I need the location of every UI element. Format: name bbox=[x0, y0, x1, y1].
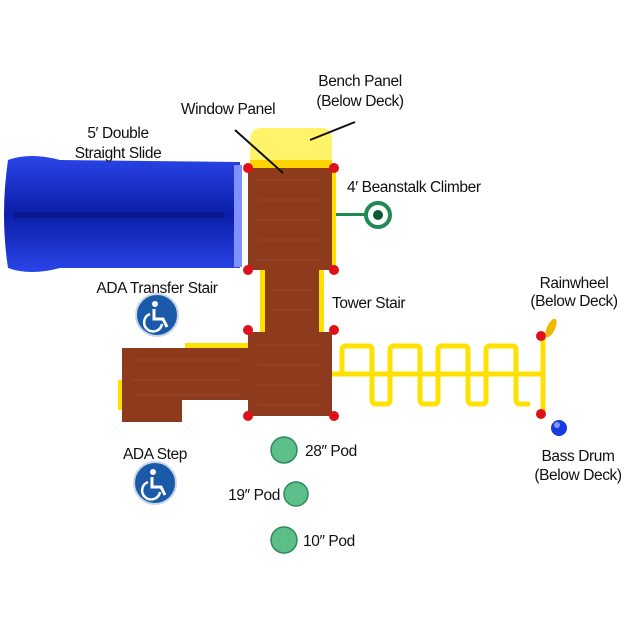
overhead-track bbox=[332, 336, 546, 414]
rainwheel-sublabel: (Below Deck) bbox=[530, 293, 618, 310]
tower-stair bbox=[265, 270, 319, 332]
pod-icon bbox=[270, 436, 298, 464]
deck-texture bbox=[132, 179, 322, 406]
rainwheel-icon bbox=[545, 318, 557, 338]
ada-transfer-deck bbox=[118, 343, 248, 422]
beanstalk-climber-icon bbox=[336, 201, 392, 229]
ada-step-label: ADA Step bbox=[123, 446, 187, 463]
ada-transfer-stair-label: ADA Transfer Stair bbox=[96, 280, 217, 297]
slide-label: 5′ Double bbox=[87, 125, 148, 142]
rainwheel-label: Rainwheel bbox=[540, 275, 609, 292]
bass-drum-icon bbox=[551, 420, 567, 436]
beanstalk-label: 4′ Beanstalk Climber bbox=[347, 179, 481, 196]
wheelchair-accessible-icon bbox=[133, 461, 177, 505]
slide-sublabel: Straight Slide bbox=[75, 145, 162, 162]
pod-28-label: 28″ Pod bbox=[305, 443, 357, 460]
tower-stair-label: Tower Stair bbox=[332, 295, 405, 312]
double-straight-slide bbox=[4, 156, 242, 272]
leader-lines bbox=[234, 121, 356, 174]
lower-deck bbox=[248, 332, 332, 416]
wheelchair-accessible-icon bbox=[135, 293, 179, 337]
deck-rail bbox=[332, 170, 336, 268]
pod-icon bbox=[270, 526, 298, 554]
upper-deck bbox=[248, 168, 332, 270]
bench-panel-sublabel: (Below Deck) bbox=[316, 93, 404, 110]
pod-19-label: 19″ Pod bbox=[228, 487, 280, 504]
bench-panel-label: Bench Panel bbox=[318, 73, 402, 90]
bass-drum-label: Bass Drum bbox=[541, 448, 614, 465]
bass-drum-sublabel: (Below Deck) bbox=[534, 467, 622, 484]
pod-10-label: 10″ Pod bbox=[303, 533, 355, 550]
stair-rail-right bbox=[319, 270, 324, 332]
stair-rail-left bbox=[260, 270, 265, 332]
bench-panel bbox=[250, 128, 332, 170]
window-panel-label: Window Panel bbox=[181, 101, 275, 118]
post-connectors bbox=[243, 163, 546, 421]
pod-icon bbox=[283, 481, 309, 507]
